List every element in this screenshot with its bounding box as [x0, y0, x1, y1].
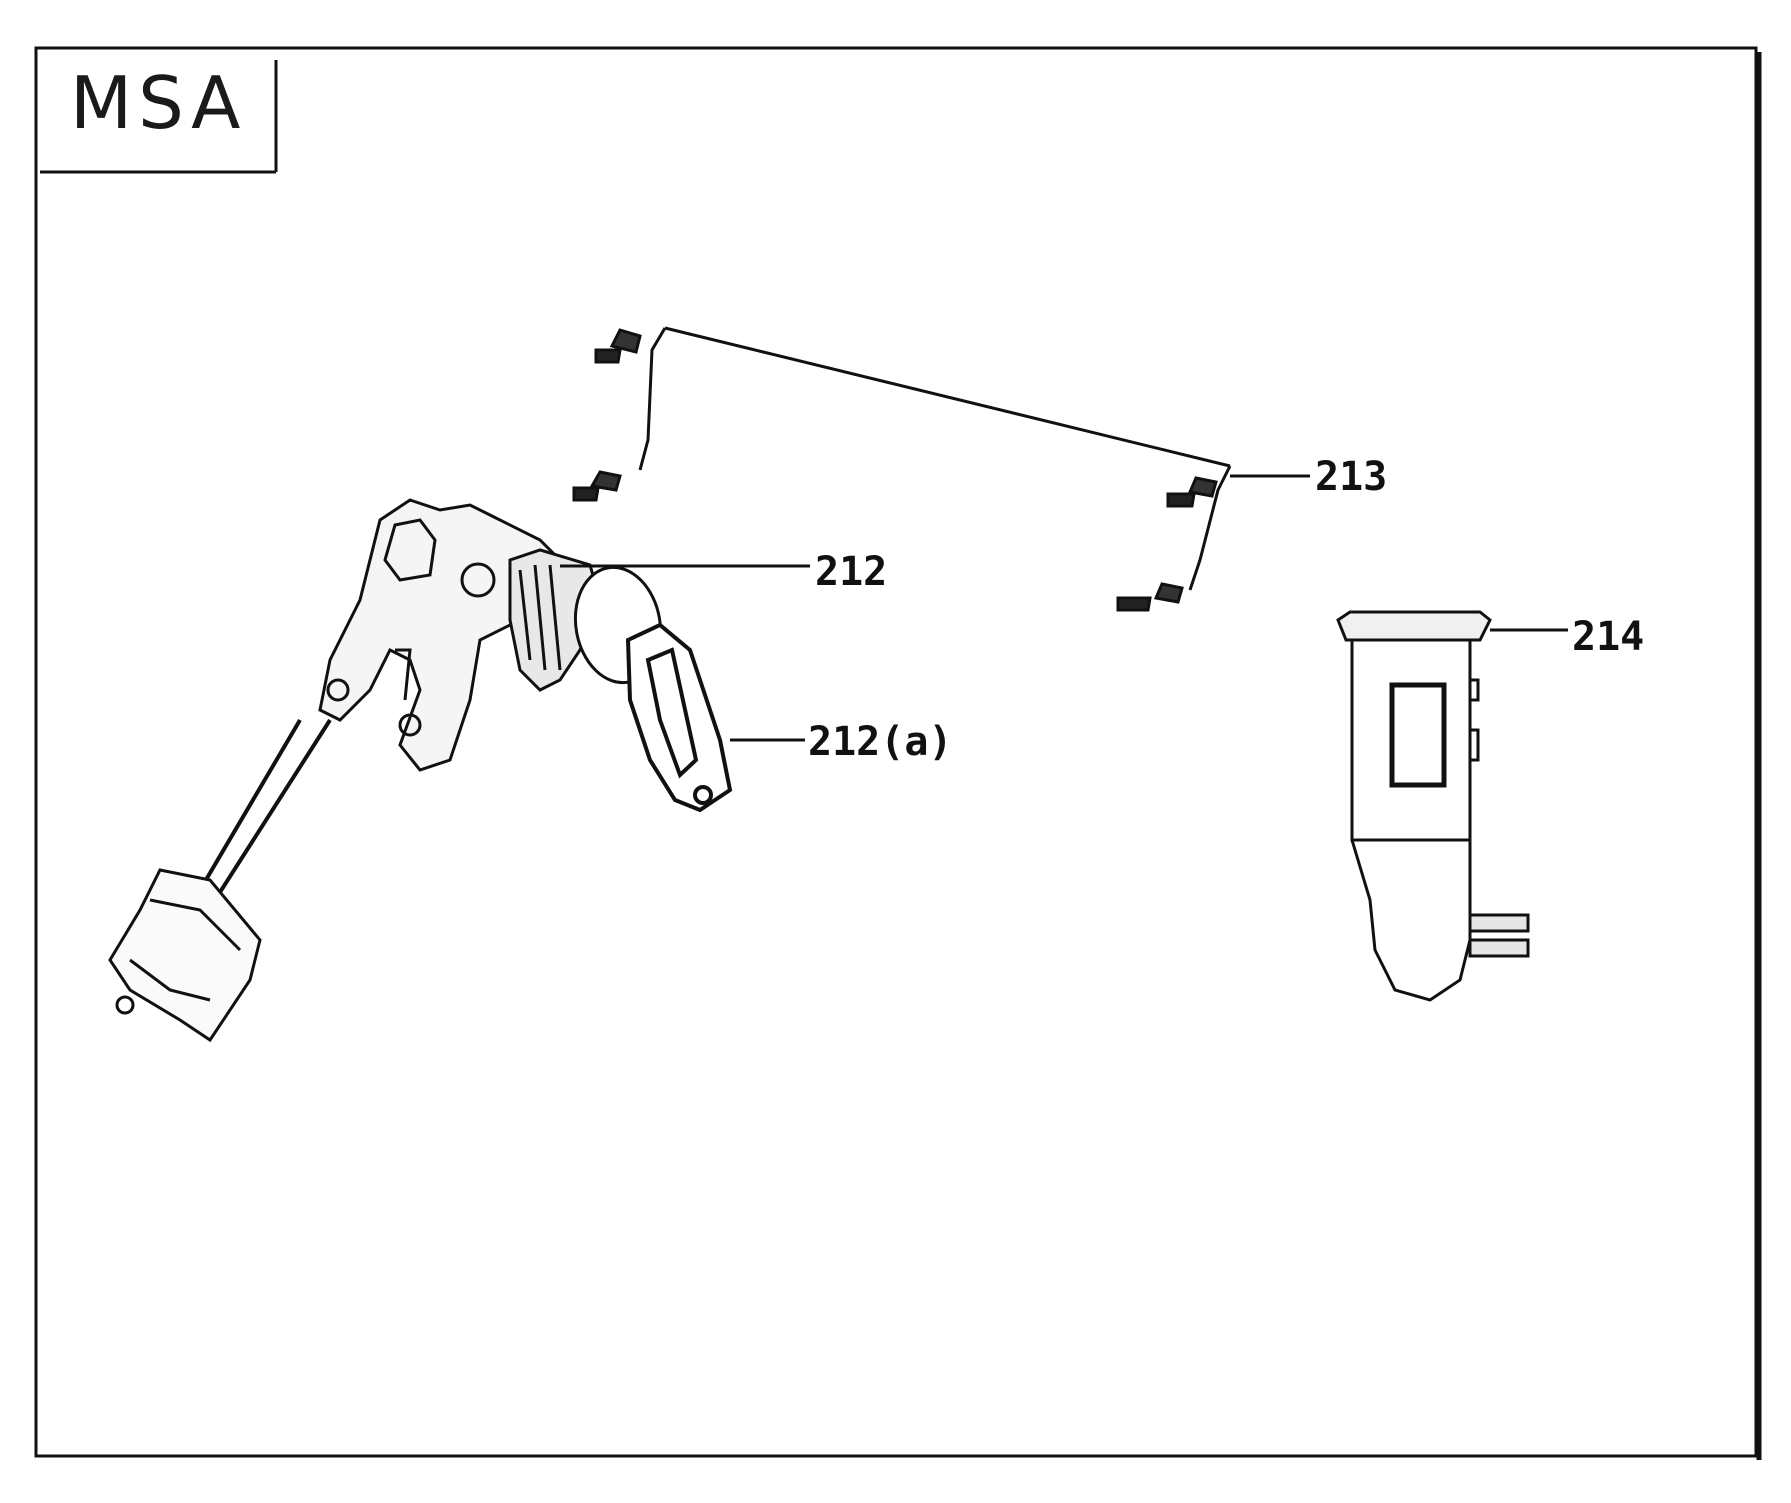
callout-label-214: 214	[1572, 614, 1645, 660]
msa-stamp-label: MSA	[70, 61, 247, 145]
callout-label-212: 212	[815, 549, 888, 595]
callout-label-212a: 212(a)	[808, 719, 953, 765]
callout-label-213: 213	[1315, 454, 1388, 500]
part-212-ignition-switch	[108, 498, 810, 1043]
part-212a-key	[625, 622, 805, 813]
part-214-socket	[1336, 610, 1568, 1002]
outer-frame	[34, 46, 1758, 1458]
msa-stamp-box	[40, 60, 278, 174]
part-213-wire-clip	[572, 326, 1310, 612]
